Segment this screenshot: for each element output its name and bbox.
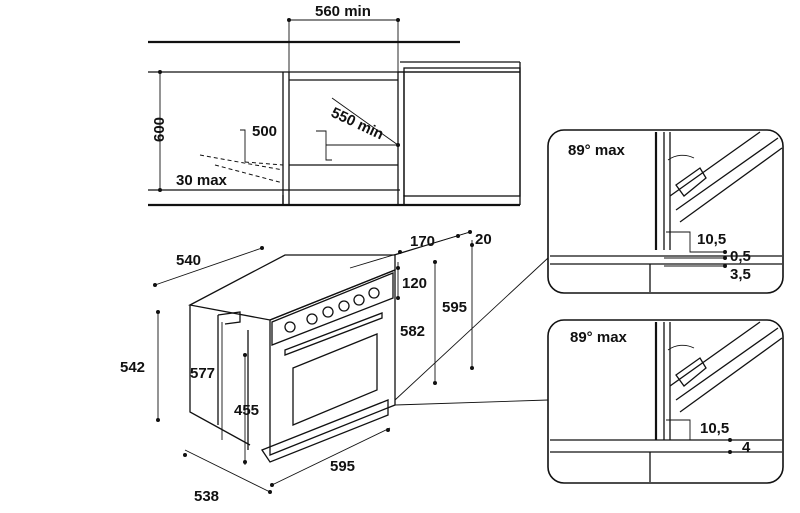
dim-height-front: 455 xyxy=(234,402,259,419)
dim-cabinet-height: 600 xyxy=(151,117,168,142)
control-knobs xyxy=(284,287,380,333)
dim-depth-bottom: 538 xyxy=(194,488,219,505)
detail-top-gap: 10,5 xyxy=(697,231,726,248)
detail-panel-bottom xyxy=(547,319,784,484)
dim-top-lip: 20 xyxy=(475,231,492,248)
dim-control-height: 120 xyxy=(402,275,427,292)
dim-height-body: 542 xyxy=(120,359,145,376)
detail-top-offset-b: 3,5 xyxy=(730,266,751,283)
detail-bottom-angle: 89° max xyxy=(570,329,628,346)
dim-height-total: 595 xyxy=(442,299,467,316)
dim-depth-min: 550 min xyxy=(328,104,386,143)
dim-height-inner: 582 xyxy=(400,323,425,340)
dim-width-front: 595 xyxy=(330,458,355,475)
dim-width-min: 560 min xyxy=(315,3,371,20)
cabinet-drawing xyxy=(148,18,521,207)
detail-top-offset-a: 0,5 xyxy=(730,248,751,265)
detail-panel-top xyxy=(547,129,784,294)
dim-height-recess: 577 xyxy=(190,365,215,382)
dim-depth-top: 540 xyxy=(176,252,201,269)
detail-top-angle: 89° max xyxy=(568,142,626,159)
dim-gap-max: 30 max xyxy=(176,172,228,189)
dim-mid: 500 xyxy=(252,123,277,140)
detail-bottom-gap: 10,5 xyxy=(700,420,729,437)
detail-bottom-offset: 4 xyxy=(742,439,751,456)
dim-top-depth: 170 xyxy=(410,233,435,250)
oven-drawing xyxy=(153,230,549,494)
